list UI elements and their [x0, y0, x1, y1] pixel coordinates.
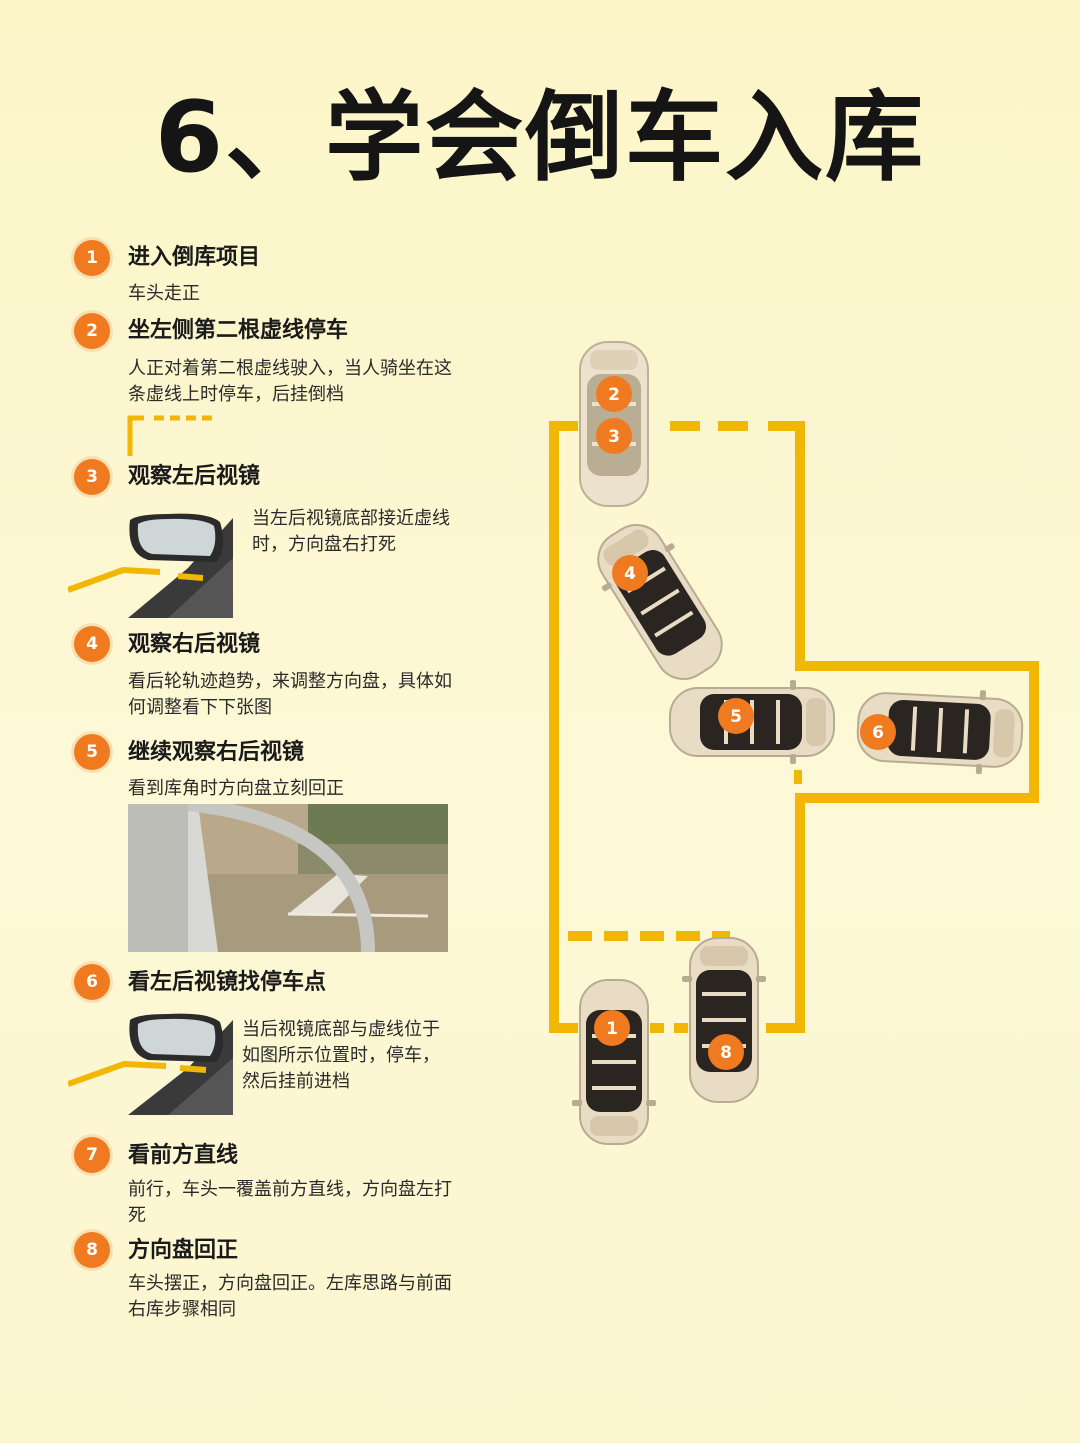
left-mirror-stop-illustration — [68, 1013, 233, 1115]
left-mirror-illustration — [68, 513, 233, 618]
step-1-title: 进入倒库项目 — [128, 245, 261, 270]
car-position-4 — [578, 508, 742, 696]
step-1-desc: 车头走正 — [128, 283, 200, 304]
step-5-badge: 5 — [74, 734, 110, 770]
step-5-desc: 看到库角时方向盘立刻回正 — [128, 778, 344, 799]
step-2-badge: 2 — [74, 313, 110, 349]
step-7-badge: 7 — [74, 1137, 110, 1173]
dashed-line-illustration — [127, 415, 216, 456]
page-title: 6、学会倒车入库 — [154, 81, 926, 195]
right-mirror-photo — [128, 804, 448, 952]
step-3-badge: 3 — [74, 459, 110, 495]
step-6-badge: 6 — [74, 964, 110, 1000]
step-3-desc: 当左后视镜底部接近虚线时，方向盘右打死 — [252, 508, 450, 555]
marker-2: 2 — [608, 385, 620, 405]
step-7-desc: 前行，车头一覆盖前方直线，方向盘左打死 — [128, 1179, 452, 1226]
marker-8: 8 — [720, 1043, 732, 1063]
marker-4: 4 — [624, 564, 636, 584]
step-7-title: 看前方直线 — [128, 1143, 239, 1168]
step-6-desc: 当后视镜底部与虚线位于如图所示位置时，停车，然后挂前进档 — [242, 1019, 440, 1092]
step-6-title: 看左后视镜找停车点 — [128, 970, 327, 995]
step-8-badge: 8 — [74, 1232, 110, 1268]
step-4-title: 观察右后视镜 — [128, 632, 261, 657]
step-5-title: 继续观察右后视镜 — [128, 740, 305, 765]
marker-1: 1 — [606, 1019, 618, 1039]
parking-diagram: 2 3 4 5 6 1 8 — [549, 340, 1039, 1146]
step-2-desc: 人正对着第二根虚线驶入，当人骑坐在这条虚线上时停车，后挂倒档 — [128, 358, 452, 405]
step-4-desc: 看后轮轨迹趋势，来调整方向盘，具体如何调整看下下张图 — [128, 671, 452, 718]
marker-3: 3 — [608, 427, 620, 447]
step-2-title: 坐左侧第二根虚线停车 — [128, 318, 349, 343]
step-1-badge: 1 — [74, 240, 110, 276]
step-8-desc: 车头摆正，方向盘回正。左库思路与前面右库步骤相同 — [128, 1273, 452, 1320]
car-position-8 — [680, 936, 768, 1104]
step-3-title: 观察左后视镜 — [128, 464, 261, 489]
car-position-1 — [570, 978, 658, 1146]
step-8-title: 方向盘回正 — [128, 1238, 239, 1263]
marker-5: 5 — [730, 707, 742, 727]
marker-6: 6 — [872, 723, 884, 743]
garage-lines — [549, 421, 1039, 1033]
step-4-badge: 4 — [74, 626, 110, 662]
